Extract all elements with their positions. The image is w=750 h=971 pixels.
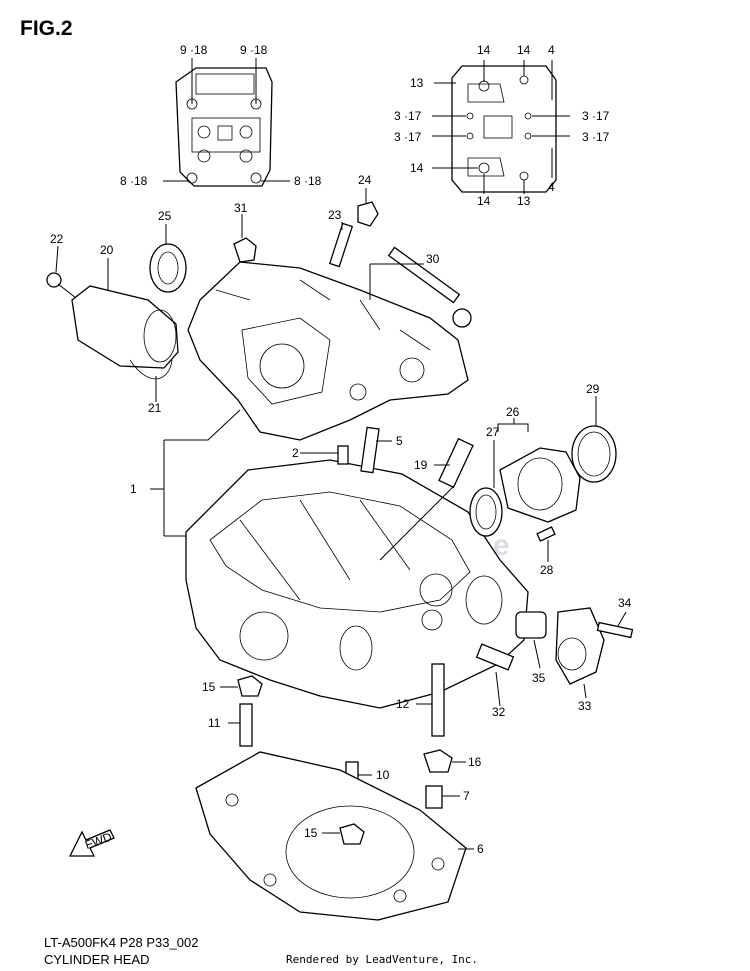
dowel-7 <box>425 785 443 809</box>
callout-8-18-left: 8 ·18 <box>120 174 148 188</box>
intake-pipe-26 <box>499 447 581 523</box>
callout-9-18-left: 9 ·18 <box>180 43 208 57</box>
cap-part-20 <box>71 285 179 380</box>
callout-7: 7 <box>463 789 470 803</box>
o-ring-27 <box>469 487 503 537</box>
callout-13-top: 13 <box>410 76 424 90</box>
callout-20: 20 <box>100 243 114 257</box>
bolt-30 <box>387 246 472 328</box>
temp-sensor-32 <box>475 643 515 671</box>
callout-3-17-right-top: 3 ·17 <box>582 109 610 123</box>
inset-cover-bolt-view <box>432 60 570 194</box>
callout-35: 35 <box>532 671 546 685</box>
nut-16 <box>423 749 453 773</box>
callout-8-18-right: 8 ·18 <box>294 174 322 188</box>
stud-11 <box>239 703 253 747</box>
callout-4-top: 4 <box>548 43 555 57</box>
callout-25: 25 <box>158 209 172 223</box>
figure-label: FIG.2 <box>20 17 73 40</box>
callout-4-bottom: 4 <box>548 180 555 194</box>
seal-ring-25 <box>149 243 187 293</box>
callout-28: 28 <box>540 563 554 577</box>
leader-lines <box>55 188 627 850</box>
callout-23: 23 <box>328 208 342 222</box>
fwd-text: FWD <box>83 829 114 852</box>
forward-arrow-icon: FWD <box>68 829 115 857</box>
callout-15-upper: 15 <box>202 680 216 694</box>
callout-14-b: 14 <box>517 43 531 57</box>
valve-guide-5 <box>360 426 380 474</box>
callout-34: 34 <box>618 596 632 610</box>
stud-23 <box>328 222 354 268</box>
nut-15-lower <box>339 823 365 845</box>
nut-15-upper <box>237 675 263 697</box>
callout-14-a: 14 <box>477 43 491 57</box>
callout-15-lower: 15 <box>304 826 318 840</box>
callout-14-bottom: 14 <box>477 194 491 208</box>
cylinder-head <box>185 459 529 709</box>
callout-22: 22 <box>50 232 64 246</box>
callout-24: 24 <box>358 173 372 187</box>
inset-head-top-view <box>163 58 290 187</box>
nut-31 <box>233 237 257 263</box>
callout-27: 27 <box>486 425 500 439</box>
callout-33: 33 <box>578 699 592 713</box>
render-credit: Rendered by LeadVenture, Inc. <box>286 953 478 966</box>
callout-3-17-left-bottom: 3 ·17 <box>394 130 422 144</box>
callout-3-17-left-top: 3 ·17 <box>394 109 422 123</box>
diagram-code: LT-A500FK4 P28 P33_002 <box>44 935 198 950</box>
callout-26: 26 <box>506 405 520 419</box>
bolt-22 <box>46 272 77 299</box>
bolt-28 <box>536 526 556 542</box>
callout-31: 31 <box>234 201 248 215</box>
thermostat-housing-33 <box>555 607 605 685</box>
callout-5: 5 <box>396 434 403 448</box>
callout-19: 19 <box>414 458 428 472</box>
nut-24 <box>357 201 379 227</box>
callout-29: 29 <box>586 382 600 396</box>
callout-30: 30 <box>426 252 440 266</box>
cylinder-head-gasket-6 <box>195 751 467 921</box>
callout-21: 21 <box>148 401 162 415</box>
callout-13-bottom: 13 <box>517 194 531 208</box>
callout-12: 12 <box>396 697 410 711</box>
callout-1: 1 <box>130 482 137 496</box>
callout-16: 16 <box>468 755 482 769</box>
cylinder-head-cover <box>187 261 469 441</box>
callout-9-18-right: 9 ·18 <box>240 43 268 57</box>
spark-plug-19 <box>379 437 474 561</box>
diagram-name: CYLINDER HEAD <box>44 952 149 967</box>
callout-6: 6 <box>477 842 484 856</box>
thermostat-35 <box>515 611 547 639</box>
clamp-29 <box>571 425 617 483</box>
callout-14-left: 14 <box>410 161 424 175</box>
stud-12 <box>431 663 445 737</box>
callout-11: 11 <box>208 716 221 730</box>
callout-32: 32 <box>492 705 506 719</box>
callout-10: 10 <box>376 768 390 782</box>
bolt-34 <box>596 621 634 639</box>
callout-2: 2 <box>292 446 299 460</box>
callout-3-17-right-bottom: 3 ·17 <box>582 130 610 144</box>
dowel-pin-2 <box>337 445 349 465</box>
